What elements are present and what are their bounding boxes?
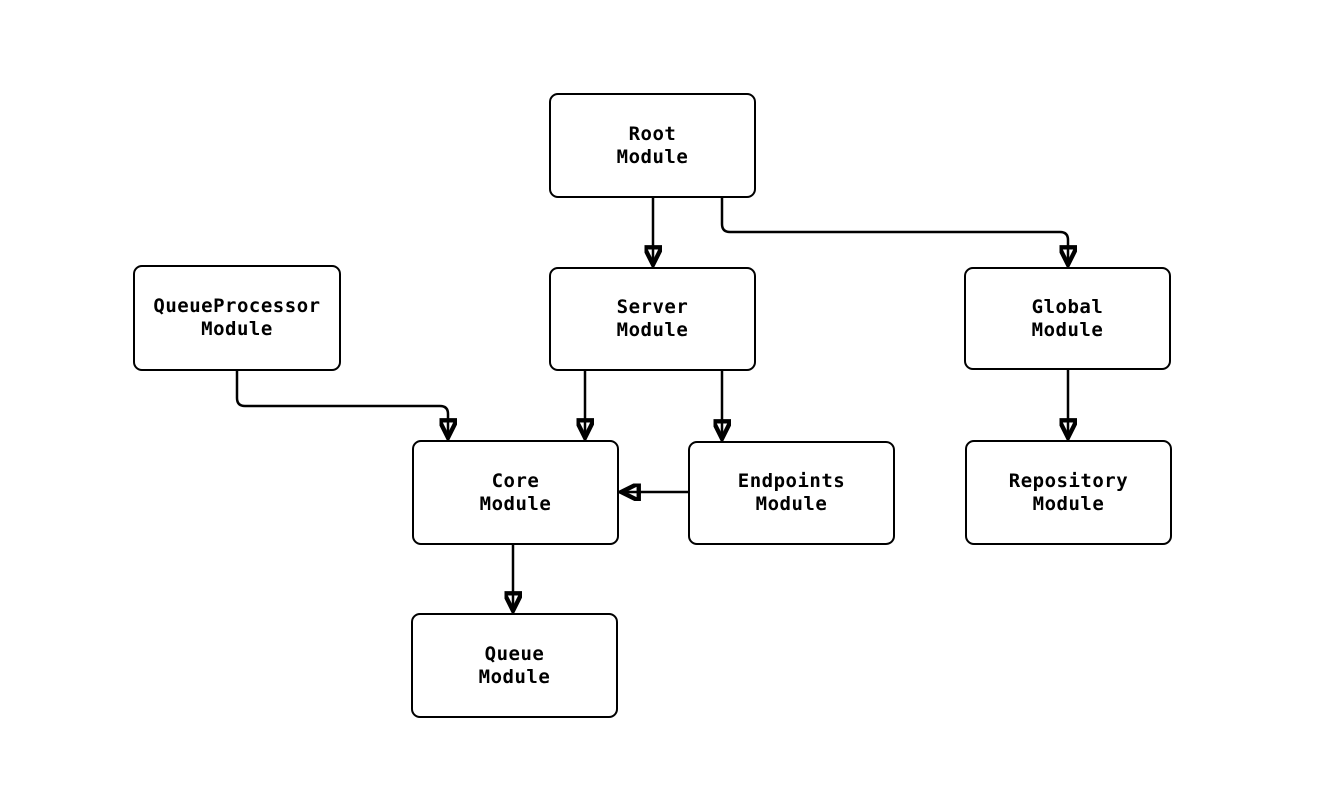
edge-queueprocessor-to-core — [235, 371, 448, 436]
node-label-line2: Module — [755, 493, 828, 515]
edge-root-to-global — [720, 198, 1068, 263]
node-label-line1: Queue — [484, 642, 545, 665]
node-label-line2: Module — [616, 145, 689, 168]
node-queueprocessor-module: QueueProcessor Module — [133, 265, 341, 371]
node-root-module: Root Module — [549, 93, 756, 198]
node-repository-module: Repository Module — [965, 440, 1172, 545]
node-global-module: Global Module — [964, 267, 1171, 370]
node-core-module: Core Module — [412, 440, 619, 545]
node-label-line1: Global — [1031, 295, 1104, 318]
node-label-line1: QueueProcessor — [153, 295, 321, 317]
node-label-line2: Module — [479, 492, 552, 515]
node-label-line1: Root — [628, 122, 677, 145]
node-endpoints-module: Endpoints Module — [688, 441, 895, 545]
node-label-line1: Repository — [1008, 469, 1129, 492]
node-server-module: Server Module — [549, 267, 756, 371]
node-label-line2: Module — [616, 319, 689, 341]
node-queue-module: Queue Module — [411, 613, 618, 718]
node-label-line2: Module — [1031, 318, 1104, 341]
node-label-line1: Server — [616, 296, 689, 318]
node-label-line1: Core — [491, 469, 540, 492]
node-label-line2: Module — [201, 318, 273, 340]
node-label-line2: Module — [1032, 492, 1105, 515]
node-label-line1: Endpoints — [737, 470, 846, 492]
node-label-line2: Module — [478, 665, 551, 688]
